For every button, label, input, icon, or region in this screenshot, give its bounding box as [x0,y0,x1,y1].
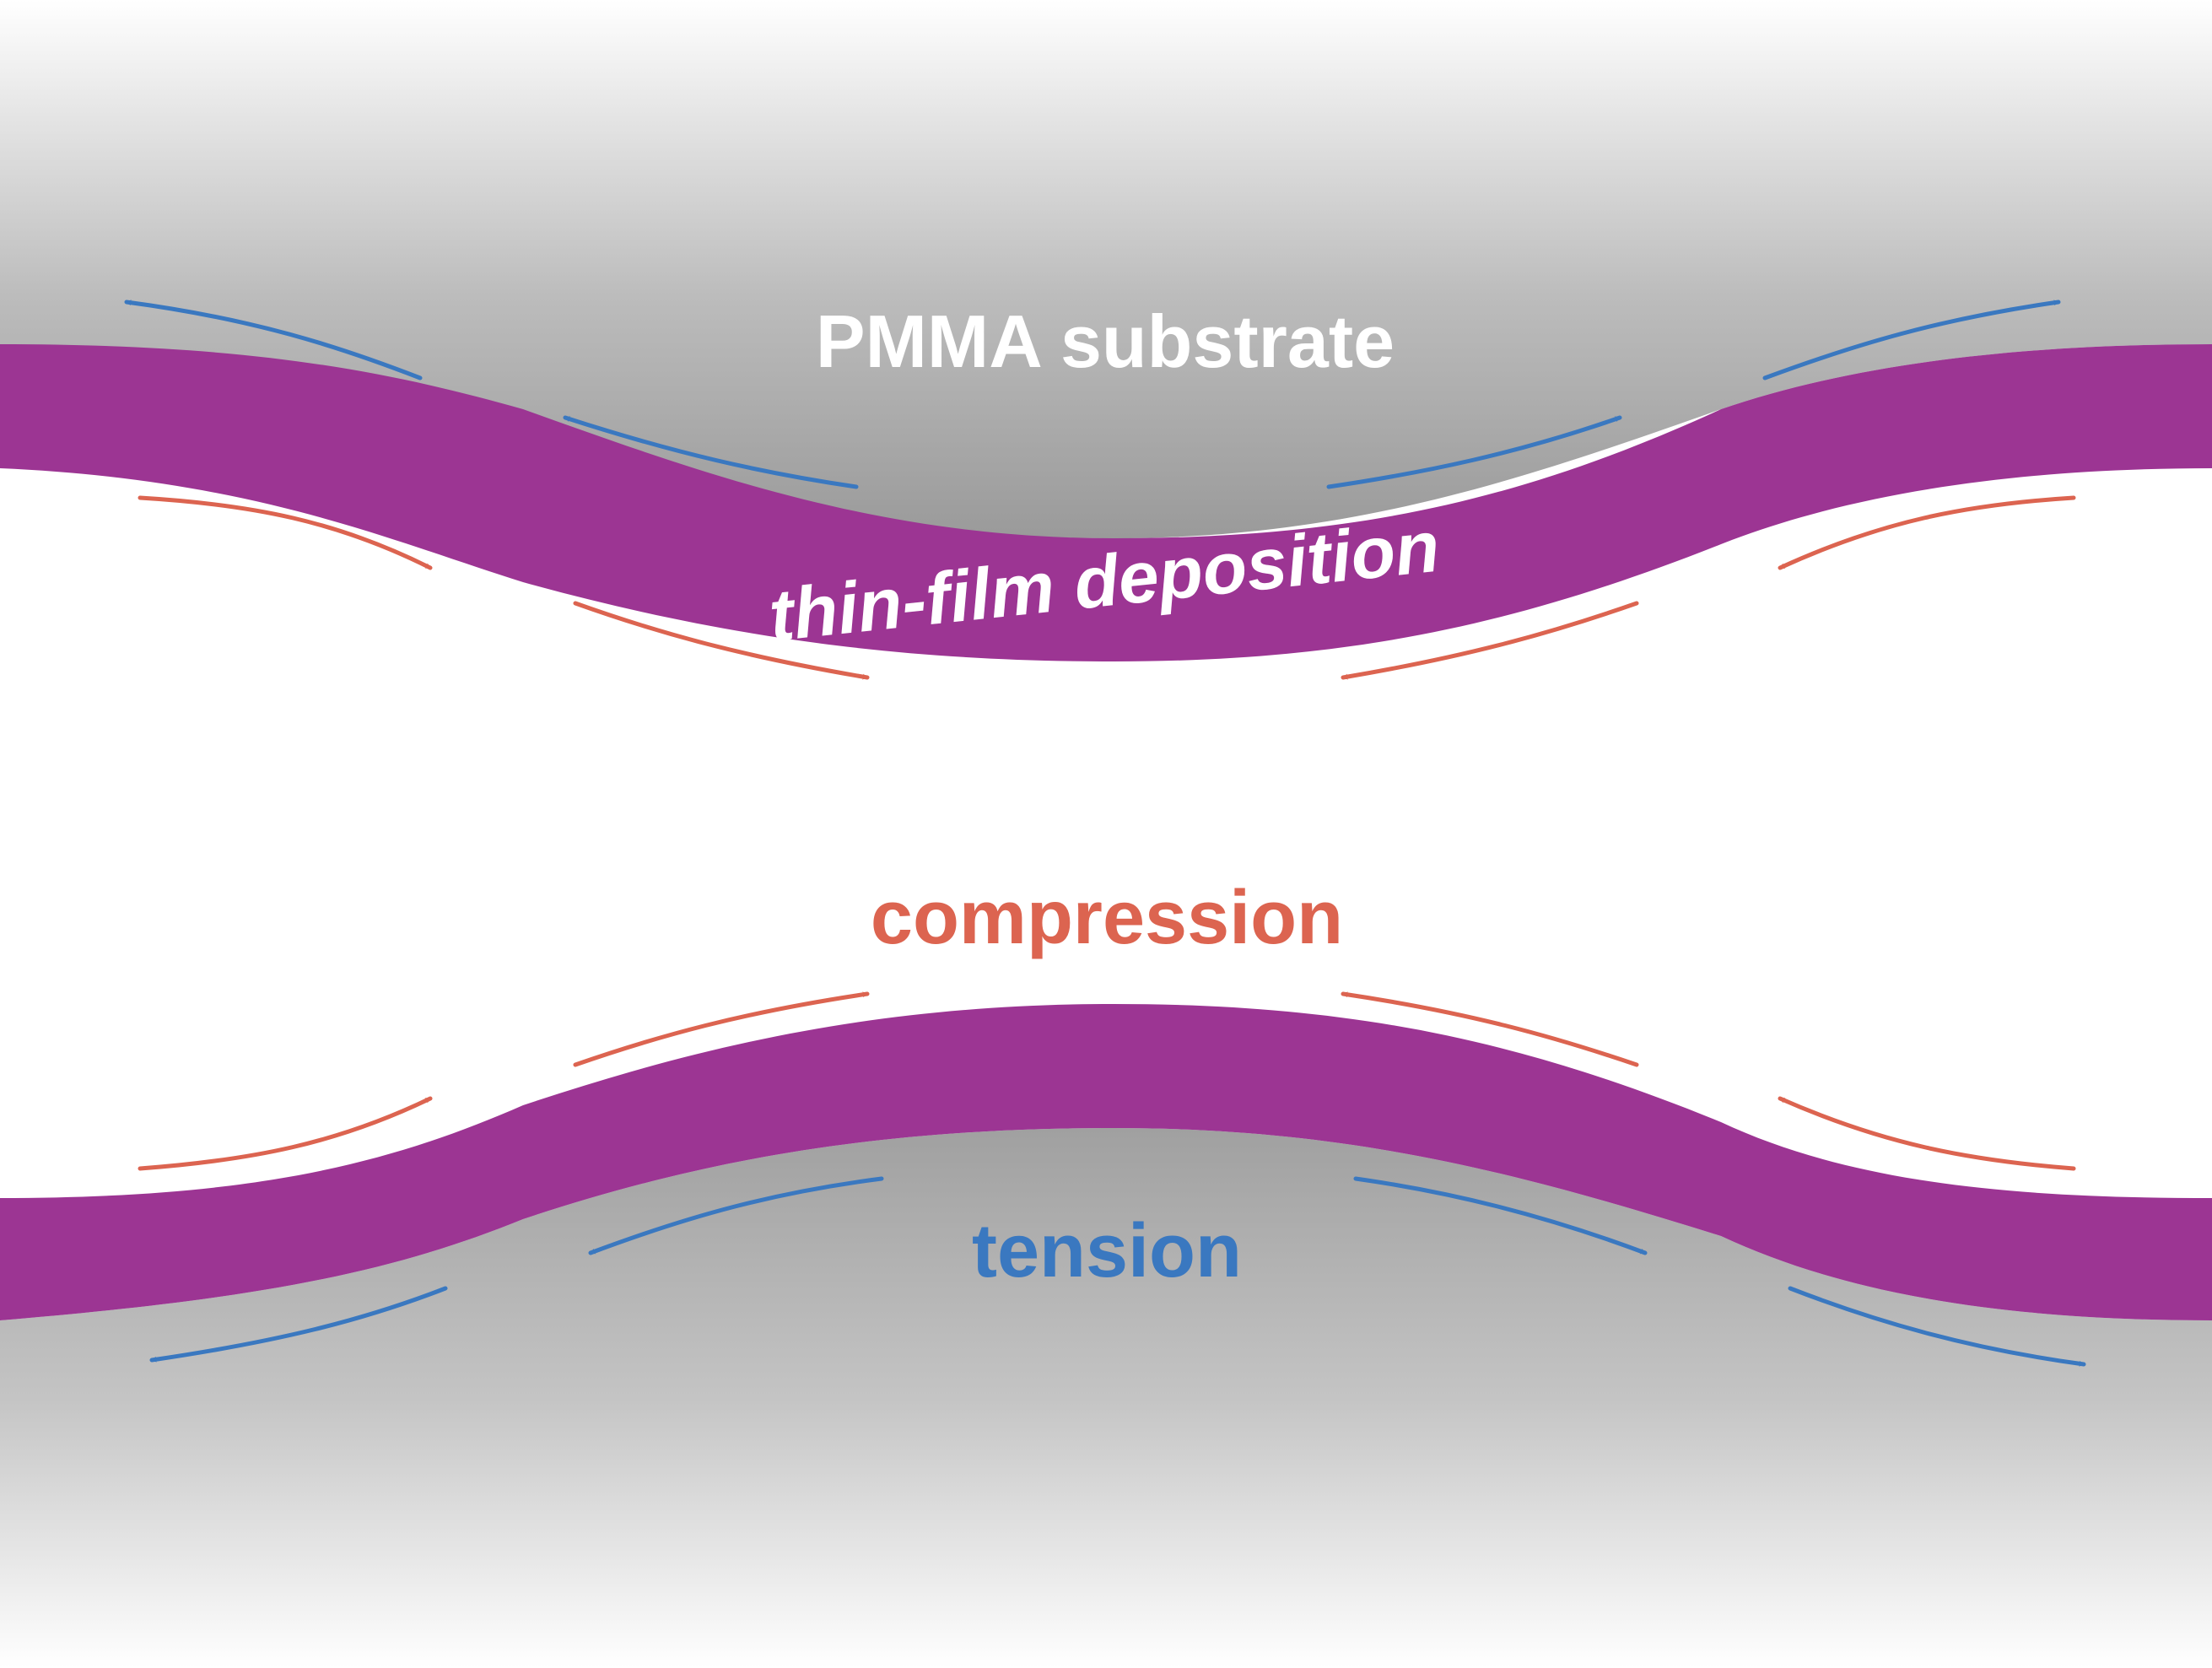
tension-arrow-bottom-4 [1788,1286,2086,1367]
tension-arrow-bottom-3 [1353,1176,1648,1255]
tension-arrow-bottom-1 [588,1176,884,1255]
compression-arrow-top-1 [138,495,433,570]
substrate-bottom [0,1128,2212,1668]
substrate-top [0,0,2212,538]
compression-arrow-bottom-2 [573,991,870,1067]
film-bottom [0,1004,2212,1320]
compression-arrow-bottom-3 [1341,991,1639,1067]
compression-arrow-top-4 [1778,495,2076,570]
tension-arrow-top-2 [563,415,859,489]
tension-arrow-bottom-2 [149,1286,448,1363]
compression-arrow-bottom-4 [1778,1096,2076,1171]
compression-arrow-top-3 [1341,601,1639,680]
compression-arrow-bottom-1 [138,1096,433,1171]
tension-arrow-top-3 [1326,415,1622,489]
tension-arrow-top-1 [124,300,423,381]
film-top [0,344,2212,661]
substrate-label: PMMA substrate [816,300,1395,383]
compression-label: compression [871,876,1343,960]
tension-arrow-top-4 [1762,300,2061,381]
compression-arrow-top-2 [573,601,870,680]
tension-label: tension [972,1209,1242,1293]
